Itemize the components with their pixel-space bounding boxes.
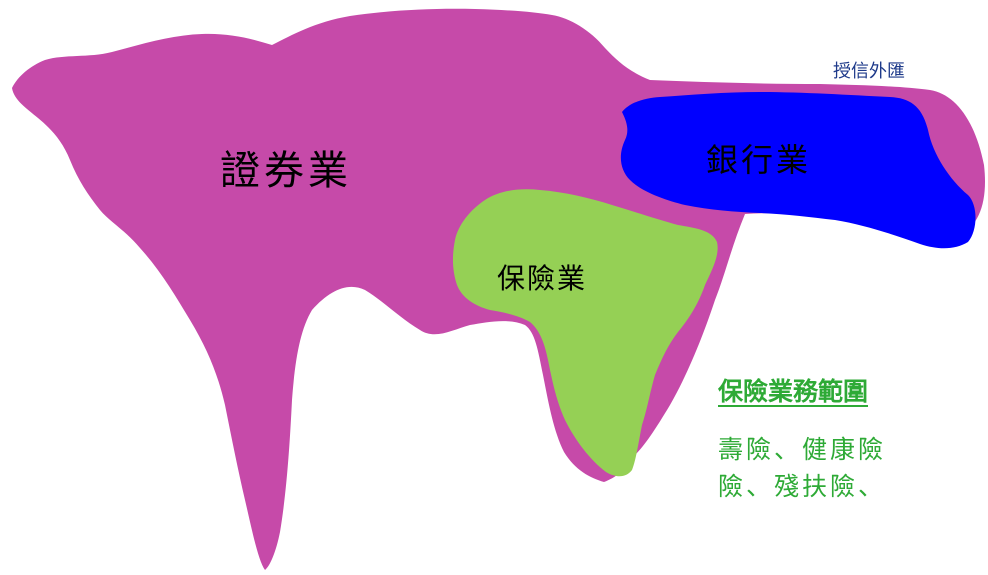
insurance-scope-title: 保險業務範圍 [718, 377, 869, 406]
insurance-scope-line-2: 險、殘扶險、 [718, 472, 887, 501]
securities-label: 證券業 [220, 148, 352, 194]
banking-label: 銀行業 [706, 141, 812, 179]
insurance-scope-block: 保險業務範圍 壽險、健康險 險、殘扶險、 [718, 372, 988, 562]
insurance-label: 保險業 [497, 262, 588, 295]
credit-forex-label: 授信外匯 [833, 61, 905, 82]
insurance-scope-line-1: 壽險、健康險 [718, 435, 887, 464]
banking-region [620, 92, 976, 249]
insurance-region [452, 189, 718, 477]
